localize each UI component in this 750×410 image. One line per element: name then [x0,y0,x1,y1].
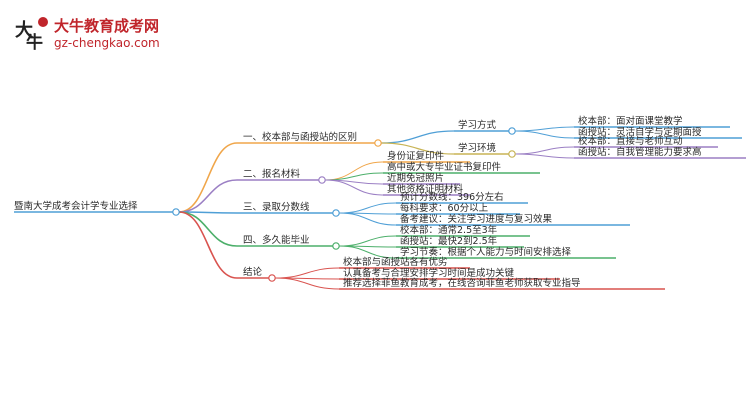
leaf-topic: 高中或大专毕业证书复印件 [387,161,502,173]
branch-toggle[interactable] [268,274,276,282]
leaf-topic: 备考建议：关注学习进度与复习效果 [400,213,553,225]
leaf-topic: 函授站：自我管理能力要求高 [578,146,702,158]
leaf-link [514,153,575,159]
branch-toggle[interactable] [332,242,340,250]
leaf-topic: 校本部：直接与老师互动 [578,135,683,147]
svg-text:大: 大 [15,19,33,41]
leaf-link [514,146,575,155]
bull-logo-icon: 大 牛 [15,17,48,53]
leaf-link [514,126,575,132]
leaf-topic: 学习节奏：根据个人能力与时间安排选择 [400,246,572,258]
leaf-topic: 函授站：最快2到2.5年 [400,235,498,247]
leaf-topic: 认真备考与合理安排学习时间是成功关键 [343,267,515,279]
subtopic-toggle[interactable] [508,150,516,158]
root-toggle[interactable] [172,208,180,216]
logo-title: 大牛教育成考网 [54,17,160,35]
leaf-topic: 预计分数线：396分左右 [400,191,504,203]
leaf-link [338,202,397,214]
leaf-link [338,245,397,259]
leaf-topic: 校本部：通常2.5至3年 [400,224,498,236]
leaf-topic: 近期免冠照片 [387,172,444,184]
branch-link [178,179,238,213]
root-topic: 暨南大学成考会计学专业选择 [14,200,138,212]
branch-topic: 二、报名材料 [243,168,301,180]
branch-link [178,211,238,247]
leaf-topic: 每科要求：60分以上 [400,202,489,214]
branch-toggle[interactable] [318,176,326,184]
leaf-link [514,130,575,139]
leaf-link [338,212,397,226]
subtopic: 学习方式 [458,119,497,131]
leaf-link [324,161,384,181]
branch-topic: 结论 [243,266,263,278]
leaf-topic: 其他资格证明材料 [387,183,464,195]
logo-url: gz-chengkao.com [54,36,160,50]
leaf-topic: 校本部与函授站各有优劣 [343,256,448,268]
svg-text:牛: 牛 [26,32,43,53]
leaf-topic: 校本部：面对面课堂教学 [578,115,683,127]
branch-topic: 四、多久能毕业 [243,234,310,246]
leaf-topic: 推荐选择菲鱼教育成考，在线咨询菲鱼老师获取专业指导 [343,277,581,289]
branch-link [178,211,238,279]
leaf-topic: 身份证复印件 [387,150,445,162]
subtopic-link [380,130,455,144]
branch-topic: 一、校本部与函授站的区别 [243,131,357,143]
branch-toggle[interactable] [374,139,382,147]
branch-toggle[interactable] [332,209,340,217]
leaf-link [274,277,340,290]
leaf-link [338,235,397,247]
leaf-link [274,267,340,279]
subtopic: 学习环境 [458,142,497,154]
branch-topic: 三、录取分数线 [243,201,310,213]
branch-link [178,142,238,213]
subtopic-link [380,142,455,155]
leaf-link [324,179,384,196]
subtopic-toggle[interactable] [508,127,516,135]
site-logo[interactable]: 大 牛 大牛教育成考网 gz-chengkao.com [12,12,182,58]
leaf-topic: 函授站：灵活自学与定期面授 [578,126,702,138]
